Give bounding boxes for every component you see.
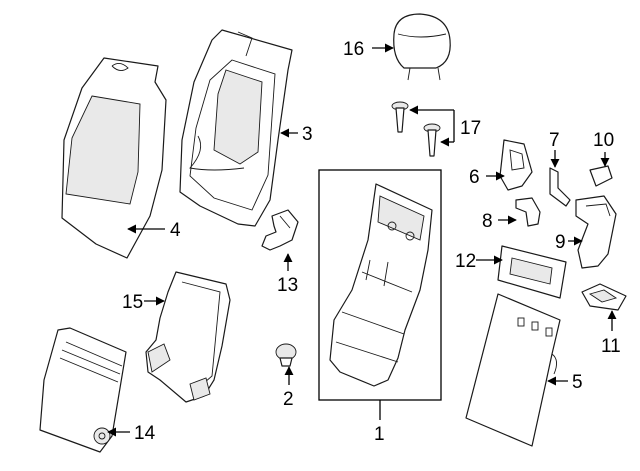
callout-3: 3 [302,124,313,145]
part-15-armrest-cover [145,271,231,403]
callout-8: 8 [482,211,493,232]
part-2-push-clip [275,343,297,367]
part-5-back-board [465,293,561,447]
callout-17: 17 [460,118,481,139]
callout-4: 4 [170,220,181,241]
part-8-hook [515,197,541,227]
part-10-clip [589,165,613,187]
callout-1: 1 [374,424,385,445]
part-17-headrest-guides [391,101,441,157]
callout-12: 12 [455,251,476,272]
part-1-center-frame [318,169,442,401]
callout-11: 11 [601,336,621,357]
callout-16: 16 [343,39,364,60]
callout-15: 15 [122,292,143,313]
part-12-release-handle [497,245,567,299]
part-7-strap [549,167,571,207]
callout-9: 9 [555,232,566,253]
callout-labels: 4 3 16 17 6 7 10 8 9 12 11 5 1 2 13 15 1… [122,39,621,445]
callout-5: 5 [572,372,583,393]
callout-2: 2 [283,389,294,410]
part-13-hinge-bracket [261,209,299,251]
part-6-latch-bracket [499,139,533,191]
part-11-cover-cap [581,283,627,311]
leader-lines [107,43,617,437]
callout-7: 7 [549,130,560,151]
callout-6: 6 [469,167,480,188]
part-9-bezel [575,195,617,269]
part-16-headrest [393,13,451,81]
callout-13: 13 [277,275,298,296]
part-4-seatback-panel [61,57,167,259]
callout-10: 10 [593,130,614,151]
part-3-seatback-frame [179,29,293,227]
part-14-armrest-block [39,327,127,453]
callout-14: 14 [134,423,156,444]
